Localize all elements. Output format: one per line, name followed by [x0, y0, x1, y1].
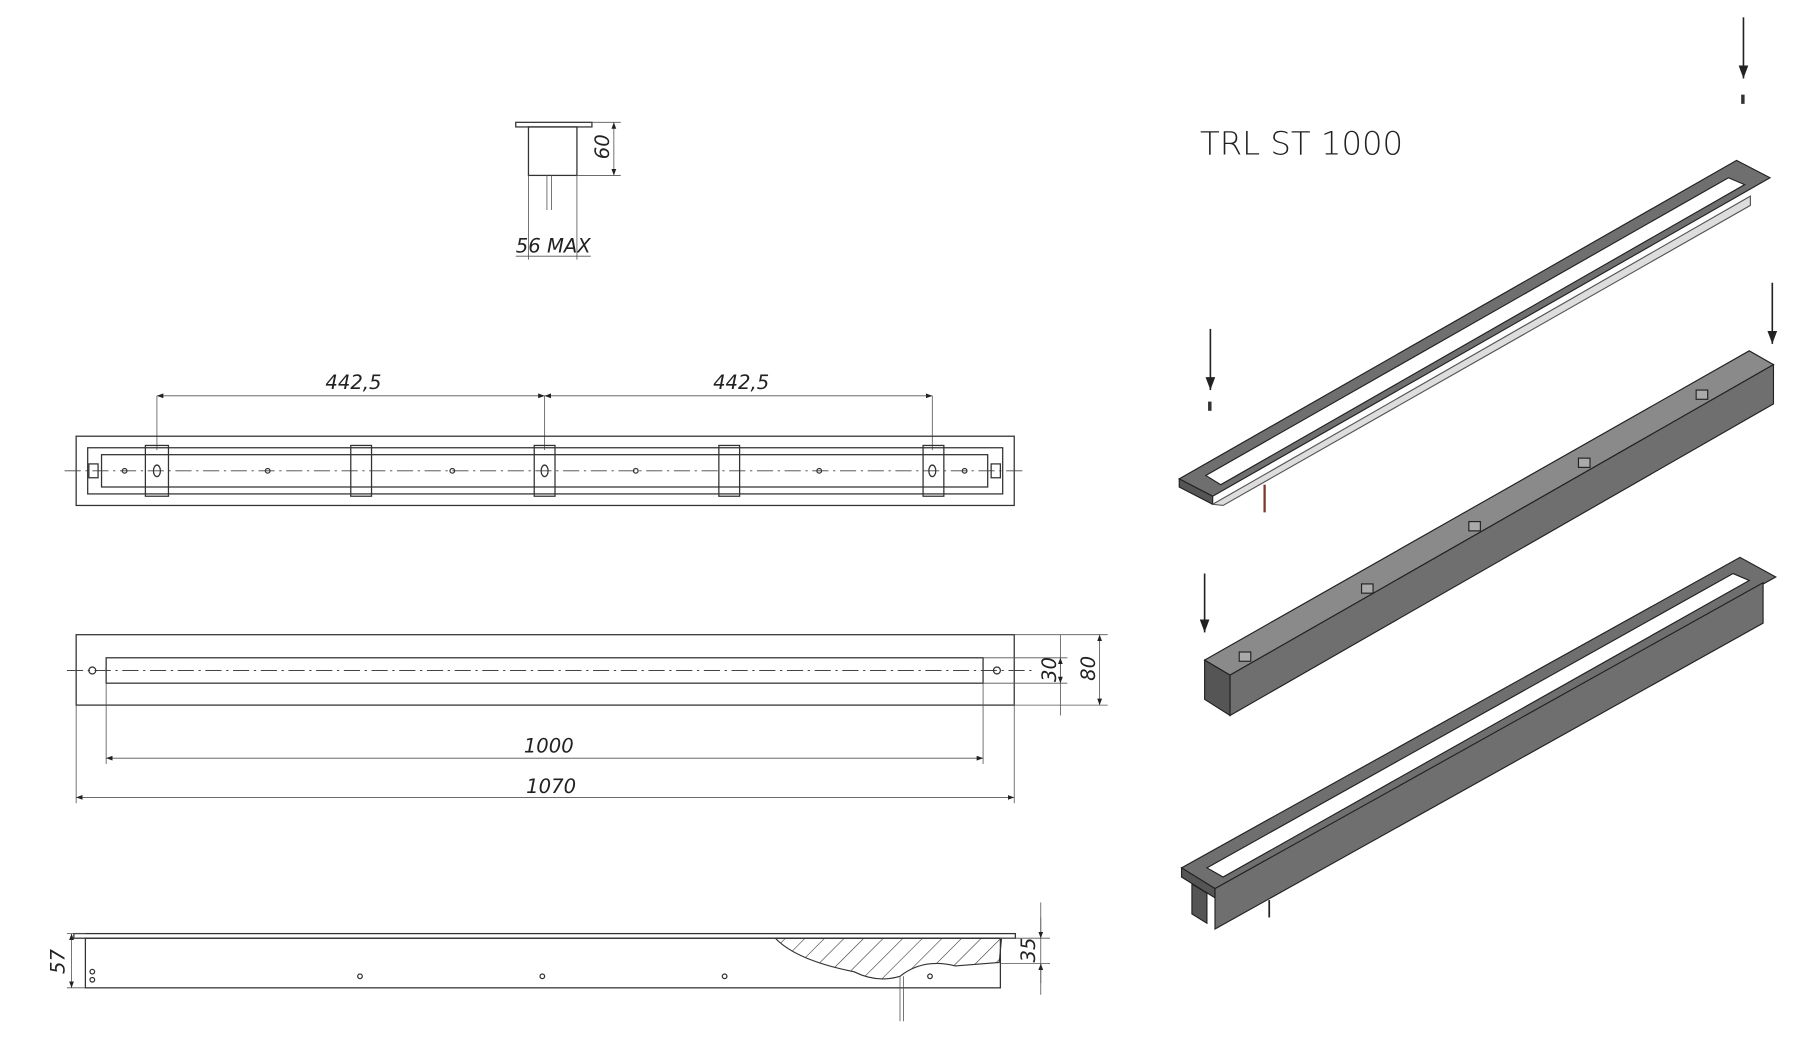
end-view: 60 56 MAX: [515, 121, 621, 260]
exploded-view: [1178, 17, 1778, 930]
end-view-width-dim: 56 MAX: [516, 235, 592, 258]
assembled-fixture: [1180, 556, 1777, 930]
front-view: 30 80 1000 1070: [66, 634, 1108, 804]
cover-frame: [1178, 159, 1772, 513]
front-view-outer-width-dim: 80: [1077, 656, 1100, 681]
end-view-height-dim: 60: [591, 134, 614, 159]
top-view-spacing-left: 442,5: [325, 371, 381, 394]
front-view-inner-length-dim: 1000: [524, 734, 574, 757]
front-view-outer-length-dim: 1070: [526, 775, 576, 798]
side-view-total-height-dim: 57: [47, 949, 70, 974]
top-view: 442,5 442,5: [64, 371, 1027, 507]
product-title: TRL ST 1000: [1200, 125, 1403, 163]
side-view-body-height-dim: 35: [1017, 937, 1040, 962]
front-view-inner-width-dim: 30: [1038, 657, 1061, 682]
top-view-spacing-right: 442,5: [713, 371, 769, 394]
side-view: 57 35: [47, 902, 1050, 1022]
housing: [1203, 350, 1775, 717]
